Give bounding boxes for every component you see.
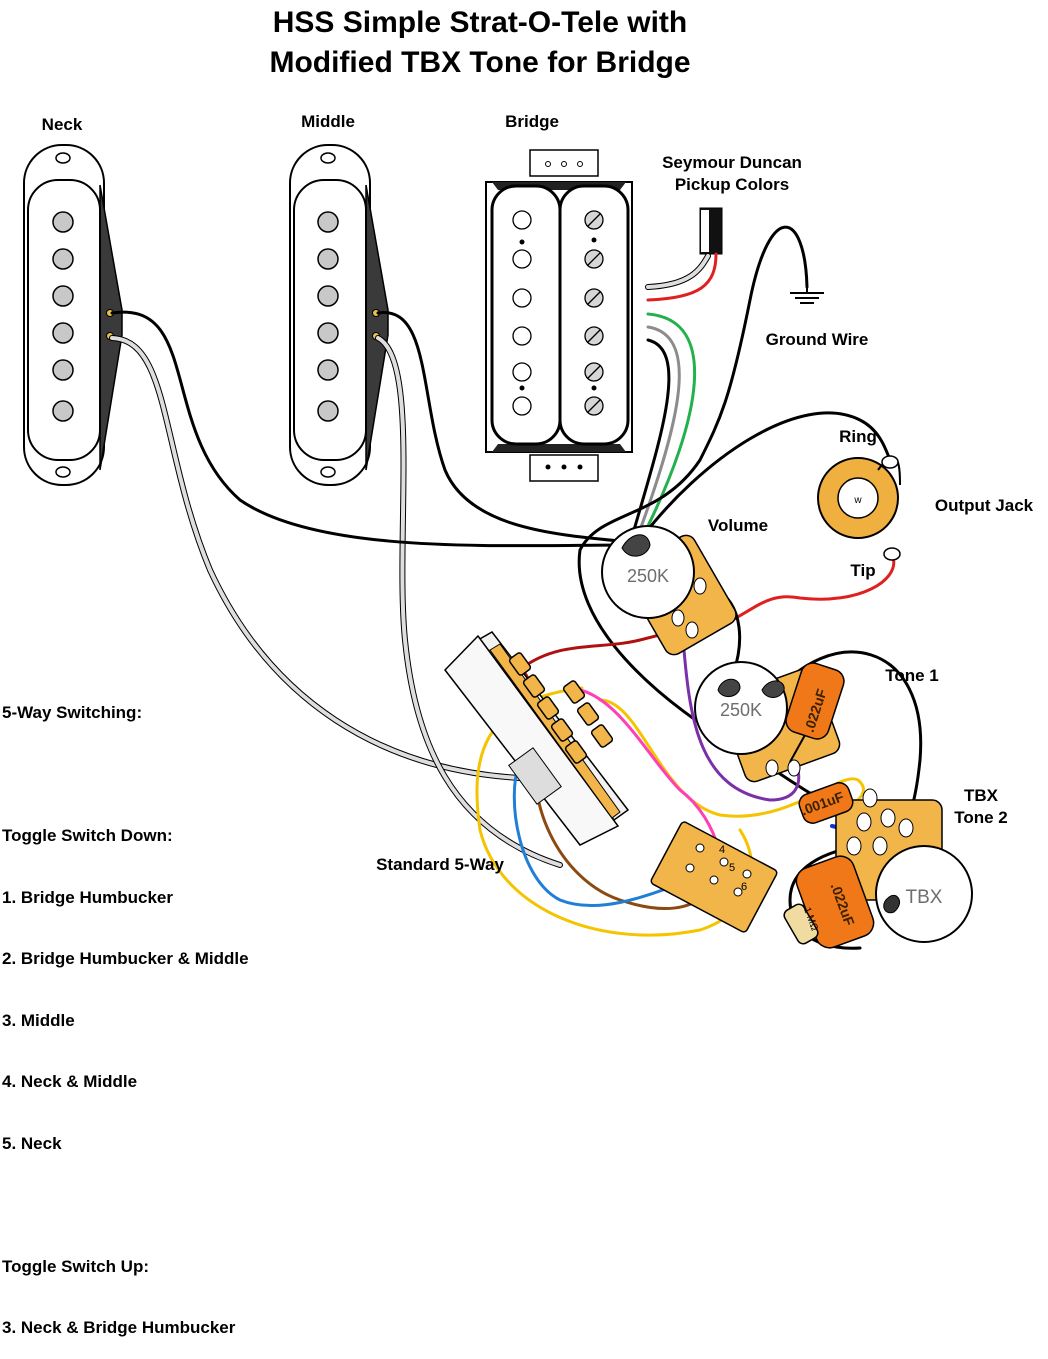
- toggle-up-heading: Toggle Switch Up:: [2, 1256, 150, 1276]
- switch-label: Standard 5-Way: [376, 855, 504, 874]
- wiring-diagram: HSS Simple Strat-O-Tele with Modified TB…: [23, 6, 1034, 950]
- switch-number-4: 4: [719, 844, 725, 856]
- volume-pot: [601, 525, 737, 656]
- pickup-colors-plug: [699, 207, 723, 255]
- toggle-up-1: 3. Neck & Bridge Humbucker: [2, 1318, 236, 1337]
- middle-label: Middle: [301, 112, 355, 131]
- ground-wire-label: Ground Wire: [766, 330, 869, 349]
- ring-label: Ring: [839, 427, 877, 446]
- notes-heading: 5-Way Switching:: [2, 703, 143, 722]
- middle-pickup: [289, 144, 389, 486]
- neck-label: Neck: [42, 115, 83, 134]
- bridge-label: Bridge: [505, 112, 559, 131]
- neck-pickup: [23, 144, 123, 486]
- toggle-down-5: 5. Neck: [2, 1133, 62, 1153]
- tbx-pot: [783, 782, 973, 949]
- ground-symbol: [790, 287, 824, 304]
- tone1-pot: [694, 661, 845, 783]
- tip-label: Tip: [850, 561, 875, 580]
- tone2-label: Tone 2: [954, 808, 1008, 827]
- pickup-colors-label-1: Seymour Duncan: [662, 153, 802, 172]
- output-jack-label: Output Jack: [935, 496, 1034, 515]
- toggle-down-4: 4. Neck & Middle: [2, 1072, 138, 1091]
- toggle-down-heading: Toggle Switch Down:: [2, 826, 173, 845]
- volume-value: 250K: [627, 566, 669, 586]
- toggle-down-1: 1. Bridge Humbucker: [2, 887, 173, 907]
- switching-notes: 5-Way Switching: Toggle Switch Down: 1. …: [2, 662, 249, 1359]
- volume-label: Volume: [708, 516, 768, 535]
- svg-text:w: w: [853, 495, 862, 506]
- toggle-down-2: 2. Bridge Humbucker & Middle: [2, 949, 249, 968]
- toggle-switch: [650, 821, 778, 933]
- output-jack: w: [817, 455, 901, 561]
- pickup-colors-label-2: Pickup Colors: [675, 175, 789, 194]
- five-way-switch: [444, 631, 630, 846]
- bridge-humbucker: [485, 149, 633, 482]
- tbx-value: TBX: [906, 887, 943, 908]
- switch-number-6: 6: [741, 881, 747, 893]
- tone1-value: 250K: [720, 700, 762, 720]
- tone1-label: Tone 1: [885, 666, 939, 685]
- tbx-label: TBX: [964, 786, 999, 805]
- toggle-down-3: 3. Middle: [2, 1010, 75, 1030]
- title-line-2: Modified TBX Tone for Bridge: [269, 46, 690, 79]
- switch-number-5: 5: [729, 862, 735, 874]
- title-line-1: HSS Simple Strat-O-Tele with: [273, 6, 688, 39]
